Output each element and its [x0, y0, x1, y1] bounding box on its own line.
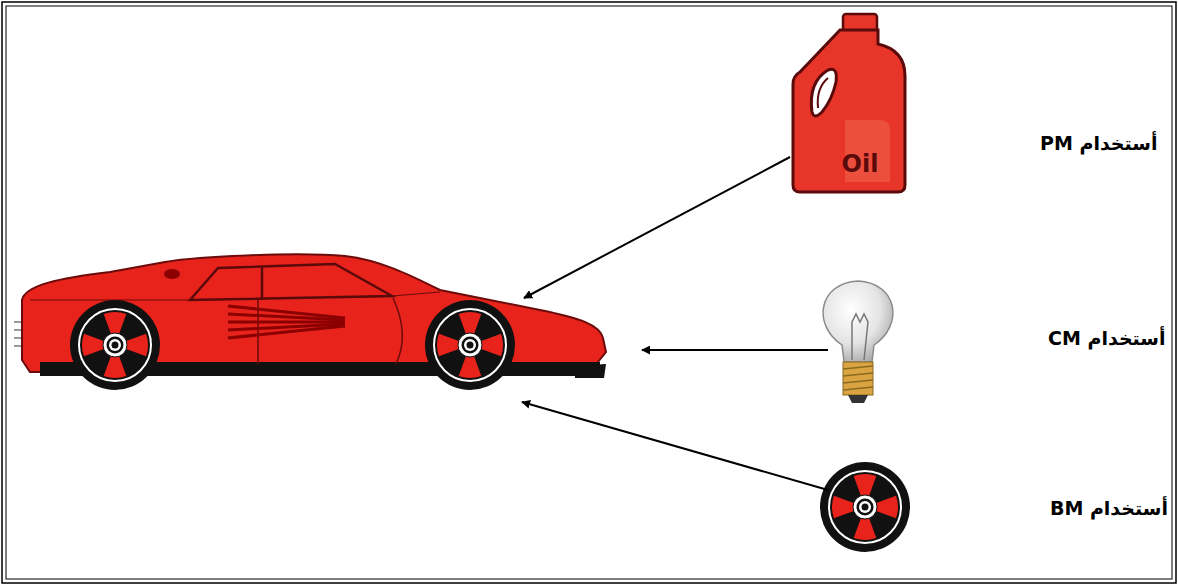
arrow-line: [522, 402, 828, 490]
body-line: [30, 292, 440, 300]
tyre-illustration: [820, 462, 910, 552]
door-line: [258, 298, 402, 364]
rear-wheel: [70, 300, 160, 390]
side-vent: [164, 269, 180, 279]
usage-label: أستخدام PM: [1040, 132, 1158, 155]
window-pillar: [261, 267, 264, 300]
front-lip: [575, 364, 606, 378]
car-illustration: [14, 254, 606, 390]
usage-label: أستخدام CM: [1048, 327, 1166, 350]
car-window: [190, 264, 392, 300]
usage-label: أستخدام BM: [1050, 497, 1168, 520]
light-bulb-illustration: [823, 281, 893, 403]
can-text: Oil: [842, 150, 879, 179]
side-gills: [228, 306, 345, 338]
oil-can-illustration: [793, 14, 905, 192]
arrow-line: [524, 157, 790, 298]
pointer-arrows: [522, 157, 828, 490]
inner-frame: [6, 6, 1172, 579]
arrow-line: [642, 349, 828, 351]
front-wheel: [425, 300, 515, 390]
